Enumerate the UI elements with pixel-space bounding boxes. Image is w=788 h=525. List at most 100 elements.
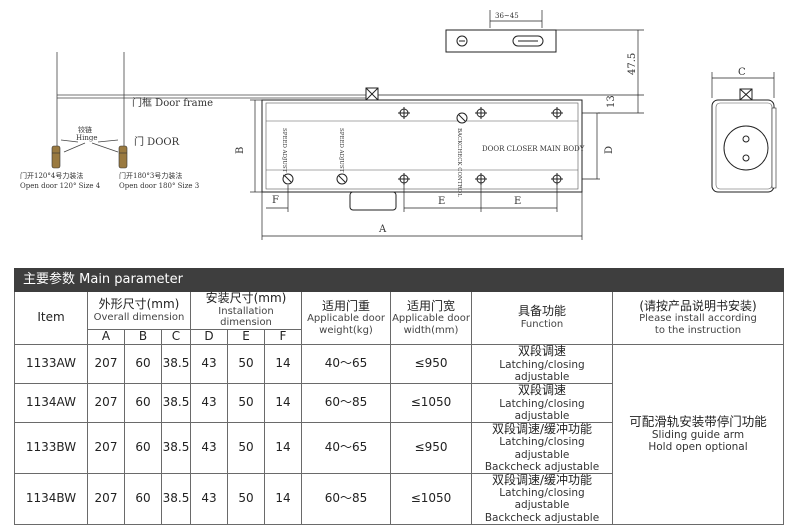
table-header: 主要参数 Main parameter: [14, 268, 784, 292]
cell-E: 50: [227, 382, 265, 423]
cell-E: 50: [227, 421, 265, 474]
cell-B: 60: [124, 472, 162, 525]
cell-D: 43: [190, 421, 228, 474]
cell-width: ≤1050: [390, 472, 472, 525]
cell-item: 1134AW: [14, 382, 88, 423]
cell-A: 207: [87, 382, 125, 423]
col-install: 安装尺寸(mm) Installation dimension: [190, 291, 302, 330]
cell-F: 14: [264, 472, 302, 525]
table-row: 1133BW 207 60 38.5 43 50 14 40～65 ≤950 双…: [14, 421, 784, 474]
cell-D: 43: [190, 343, 228, 384]
cell-B: 60: [124, 382, 162, 423]
col-function: 具备功能 Function: [471, 291, 613, 345]
sub-B: B: [124, 328, 162, 345]
cell-item: 1133BW: [14, 421, 88, 474]
function-cn: 双段调速: [517, 343, 566, 358]
dim-A: A: [378, 224, 387, 235]
label-hinge-cn: 铰链: [78, 125, 92, 134]
function-en: Latching/closing adjustable: [499, 436, 585, 461]
dim-F: F: [272, 195, 279, 206]
cell-E: 50: [227, 472, 265, 525]
function-en: Latching/closing adjustable: [499, 487, 585, 512]
col-width-en1: Applicable door: [392, 313, 470, 325]
col-note-cn: (请按产品说明书安装): [639, 298, 757, 313]
hinge-120-icon: [51, 145, 61, 169]
col-install-cn: 安装尺寸(mm): [205, 291, 287, 305]
col-weight-en1: Applicable door: [307, 313, 385, 325]
cell-F: 14: [264, 421, 302, 474]
installation-drawing: 门框 Door frame 门 DOOR 铰链 Hinge 门开120°4号力装…: [20, 10, 777, 240]
dim-36-45: 36~45: [495, 12, 519, 20]
cell-item: 1133AW: [14, 343, 88, 384]
speed-label-1: SPEED ADJUST II: [281, 128, 287, 178]
cell-A: 207: [87, 343, 125, 384]
dim-B: B: [235, 147, 246, 154]
cell-width: ≤1050: [390, 382, 472, 423]
col-note: (请按产品说明书安装) Please install according to …: [612, 291, 784, 345]
cell-D: 43: [190, 382, 228, 423]
cell-C: 38.5: [161, 343, 191, 384]
col-weight-cn: 适用门重: [321, 298, 370, 313]
cell-F: 14: [264, 343, 302, 384]
cell-weight: 40～65: [301, 421, 391, 474]
optional-cn: 可配滑轨安装带停门功能: [629, 413, 767, 429]
cell-function: 双段调速 Latching/closing adjustable: [471, 382, 613, 423]
cell-weight: 60～85: [301, 472, 391, 525]
dim-E-2: E: [514, 196, 521, 207]
label-180-cn: 门开180°3号力装法: [119, 171, 182, 180]
cell-function: 双段调速/缓冲功能 Latching/closing adjustable Ba…: [471, 421, 613, 474]
label-door: 门 DOOR: [134, 135, 180, 148]
col-overall: 外形尺寸(mm) Overall dimension: [87, 291, 191, 330]
cell-A: 207: [87, 472, 125, 525]
col-weight: 适用门重 Applicable door weight(kg): [301, 291, 391, 345]
bracket-part: [445, 29, 557, 53]
sub-A: A: [87, 328, 125, 345]
cell-function: 双段调速 Latching/closing adjustable: [471, 343, 613, 384]
label-180-en: Open door 180° Size 3: [119, 182, 199, 190]
col-function-cn: 具备功能: [517, 304, 566, 319]
cell-item: 1134BW: [14, 472, 88, 525]
optional-en1: Sliding guide arm: [651, 429, 745, 442]
door-closer-body: [261, 99, 583, 211]
function-en-2: Backcheck adjustable: [484, 460, 600, 473]
cell-C: 38.5: [161, 382, 191, 423]
function-en: Latching/closing adjustable: [499, 397, 585, 422]
cell-B: 60: [124, 421, 162, 474]
col-overall-cn: 外形尺寸(mm): [98, 296, 180, 311]
function-cn: 双段调速/缓冲功能: [491, 472, 593, 487]
speed-label-2: SPEED ADJUST I: [338, 128, 344, 176]
label-hinge-en: Hinge: [76, 134, 97, 142]
function-cn: 双段调速/缓冲功能: [491, 421, 593, 436]
dim-C: C: [738, 67, 746, 78]
sub-C: C: [161, 328, 191, 345]
cell-weight: 40～65: [301, 343, 391, 384]
dim-47-5: 47.5: [627, 53, 638, 75]
col-item: Item: [14, 291, 88, 345]
backcheck-label: BACKCHECK CONTROL: [456, 128, 462, 197]
sub-E: E: [227, 328, 265, 345]
frame-fix-icon: [365, 87, 379, 101]
function-cn: 双段调速: [517, 382, 566, 397]
label-120-cn: 门开120°4号力装法: [20, 171, 83, 180]
col-note-en2: to the instruction: [654, 324, 742, 336]
function-en: Latching/closing adjustable: [499, 358, 585, 383]
cell-B: 60: [124, 343, 162, 384]
cell-A: 207: [87, 421, 125, 474]
col-width-cn: 适用门宽: [406, 298, 455, 313]
table-row: 1134AW 207 60 38.5 43 50 14 60～85 ≤1050 …: [14, 382, 784, 423]
cell-C: 38.5: [161, 421, 191, 474]
col-width-en2: width(mm): [403, 324, 459, 336]
table-row: 1133AW 207 60 38.5 43 50 14 40～65 ≤950 双…: [14, 343, 784, 525]
hinge-180-icon: [118, 145, 128, 169]
col-function-en: Function: [520, 319, 564, 331]
col-weight-en2: weight(kg): [319, 324, 373, 336]
sub-F: F: [264, 328, 302, 345]
sub-D: D: [190, 328, 228, 345]
side-view: [711, 88, 777, 193]
dim-D: D: [604, 146, 615, 154]
cell-function: 双段调速/缓冲功能 Latching/closing adjustable Ba…: [471, 472, 613, 525]
door-layout-sketch: [56, 52, 372, 153]
cell-C: 38.5: [161, 472, 191, 525]
col-width: 适用门宽 Applicable door width(mm): [390, 291, 472, 345]
label-door-frame: 门框 Door frame: [132, 96, 213, 109]
